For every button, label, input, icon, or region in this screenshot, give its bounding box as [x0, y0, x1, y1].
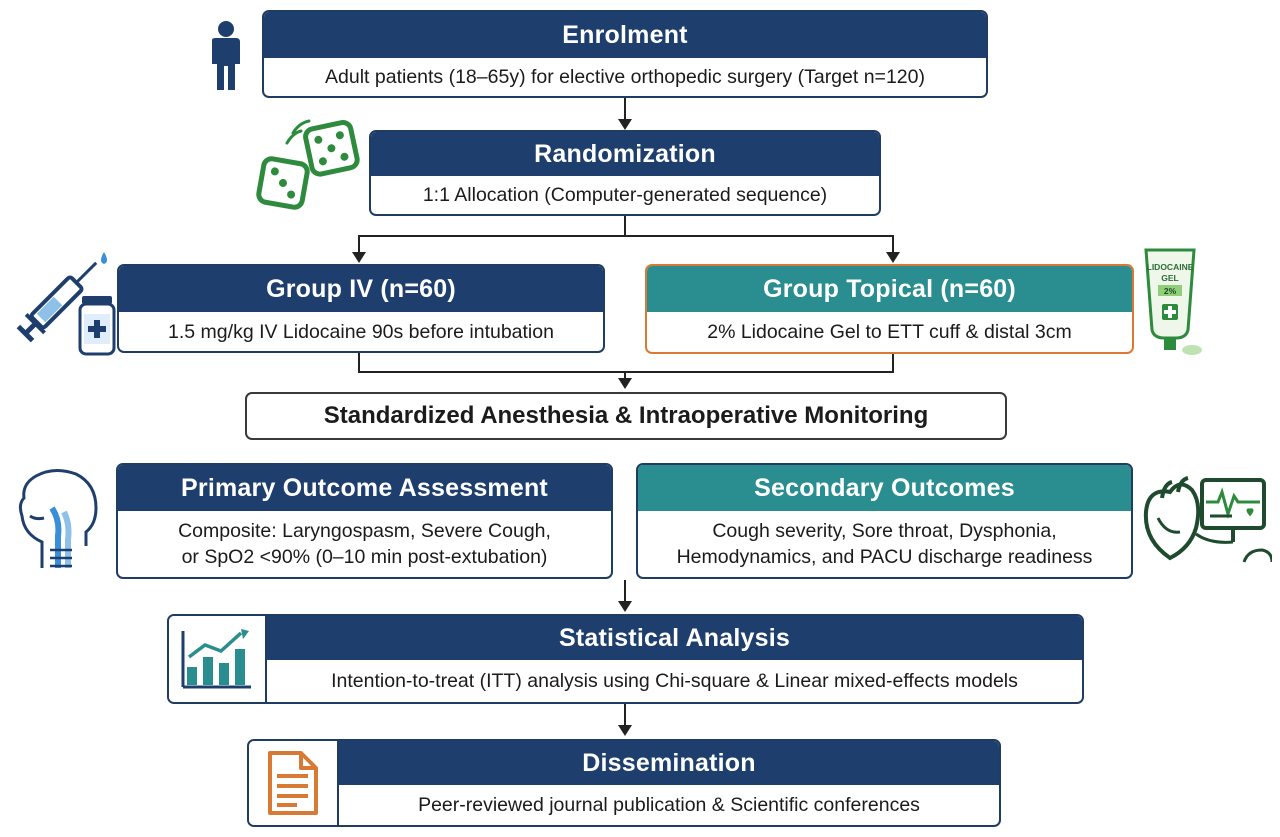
secondary-outcomes-line-1: Cough severity, Sore throat, Dysphonia, — [712, 520, 1057, 542]
heart-monitor-icon — [1143, 476, 1272, 563]
group-topical-title: Group Topical (n=60) — [647, 266, 1132, 312]
statistical-analysis-box: Statistical Analysis Intention-to-treat … — [167, 614, 1084, 704]
secondary-outcomes-text: Cough severity, Sore throat, Dysphonia, … — [638, 511, 1131, 577]
statistical-icon-cell — [169, 616, 267, 702]
document-icon — [268, 751, 318, 815]
enrolment-box: Enrolment Adult patients (18–65y) for el… — [262, 10, 988, 98]
gel-tube-label-2: GEL — [1161, 273, 1178, 283]
primary-outcome-title: Primary Outcome Assessment — [118, 465, 611, 511]
gel-tube-icon: LIDOCAINE GEL 2% — [1144, 248, 1202, 355]
person-icon — [212, 21, 240, 90]
group-iv-title: Group IV (n=60) — [119, 266, 603, 312]
dissemination-icon-cell — [249, 741, 339, 825]
primary-outcome-box: Primary Outcome Assessment Composite: La… — [116, 463, 613, 579]
syringe-vial-icon — [16, 252, 116, 356]
standardized-box: Standardized Anesthesia & Intraoperative… — [245, 392, 1007, 440]
group-topical-text: 2% Lidocaine Gel to ETT cuff & distal 3c… — [707, 321, 1072, 343]
randomization-text: 1:1 Allocation (Computer-generated seque… — [422, 184, 828, 206]
randomization-box: Randomization 1:1 Allocation (Computer-g… — [369, 130, 881, 216]
dissemination-box: Dissemination Peer-reviewed journal publ… — [247, 739, 1001, 827]
airway-head-icon — [18, 469, 98, 568]
primary-outcome-line-2: or SpO2 <90% (0–10 min post-extubation) — [181, 546, 548, 568]
enrolment-title: Enrolment — [264, 12, 986, 58]
statistical-analysis-title: Statistical Analysis — [267, 616, 1082, 660]
gel-tube-label-3: 2% — [1164, 286, 1177, 296]
group-iv-box: Group IV (n=60) 1.5 mg/kg IV Lidocaine 9… — [117, 264, 605, 353]
secondary-outcomes-title: Secondary Outcomes — [638, 465, 1131, 511]
randomization-title: Randomization — [371, 132, 879, 176]
bar-chart-icon — [181, 629, 251, 689]
gel-tube-label-1: LIDOCAINE — [1147, 262, 1194, 272]
dice-icon — [256, 119, 360, 210]
enrolment-text: Adult patients (18–65y) for elective ort… — [325, 66, 925, 88]
secondary-outcomes-box: Secondary Outcomes Cough severity, Sore … — [636, 463, 1133, 579]
dissemination-title: Dissemination — [339, 741, 999, 785]
statistical-analysis-text: Intention-to-treat (ITT) analysis using … — [331, 670, 1018, 692]
dissemination-text: Peer-reviewed journal publication & Scie… — [418, 794, 920, 816]
group-topical-box: Group Topical (n=60) 2% Lidocaine Gel to… — [645, 264, 1134, 354]
secondary-outcomes-line-2: Hemodynamics, and PACU discharge readine… — [676, 546, 1093, 568]
standardized-title: Standardized Anesthesia & Intraoperative… — [323, 402, 929, 429]
group-iv-text: 1.5 mg/kg IV Lidocaine 90s before intuba… — [168, 320, 554, 343]
primary-outcome-text: Composite: Laryngospasm, Severe Cough, o… — [118, 511, 611, 577]
primary-outcome-line-1: Composite: Laryngospasm, Severe Cough, — [178, 520, 551, 542]
